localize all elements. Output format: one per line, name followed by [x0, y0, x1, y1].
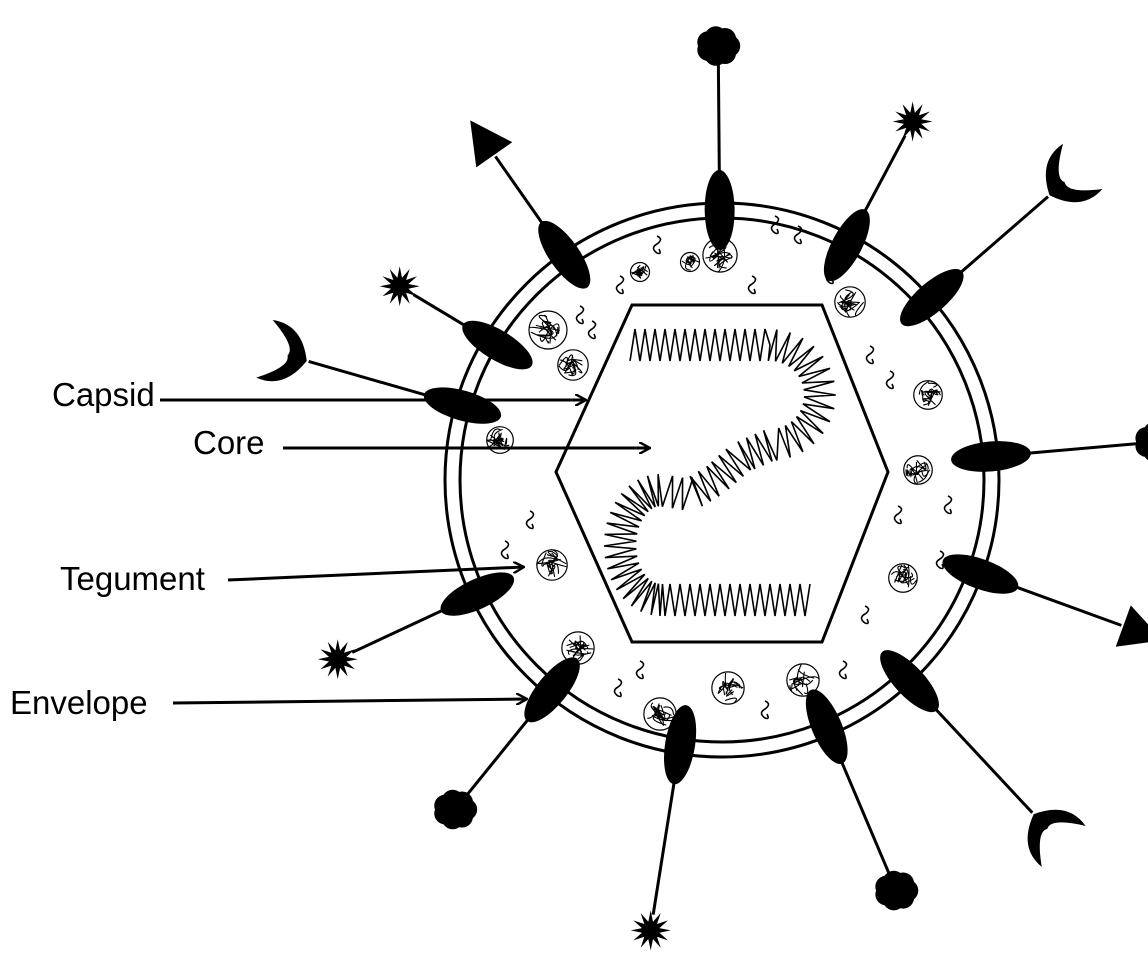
glycoprotein-spike-cloud [434, 649, 589, 829]
envelope-label: Envelope [10, 684, 148, 721]
capsid-label: Capsid [52, 376, 155, 413]
tegument-label: Tegument [60, 560, 205, 597]
glycoprotein-spike-triangle [470, 120, 599, 296]
core-label: Core [193, 424, 265, 461]
glycoprotein-spike-cup [871, 642, 1085, 867]
envelope-arrow [173, 699, 527, 703]
glycoprotein-spike-cup [892, 144, 1103, 335]
